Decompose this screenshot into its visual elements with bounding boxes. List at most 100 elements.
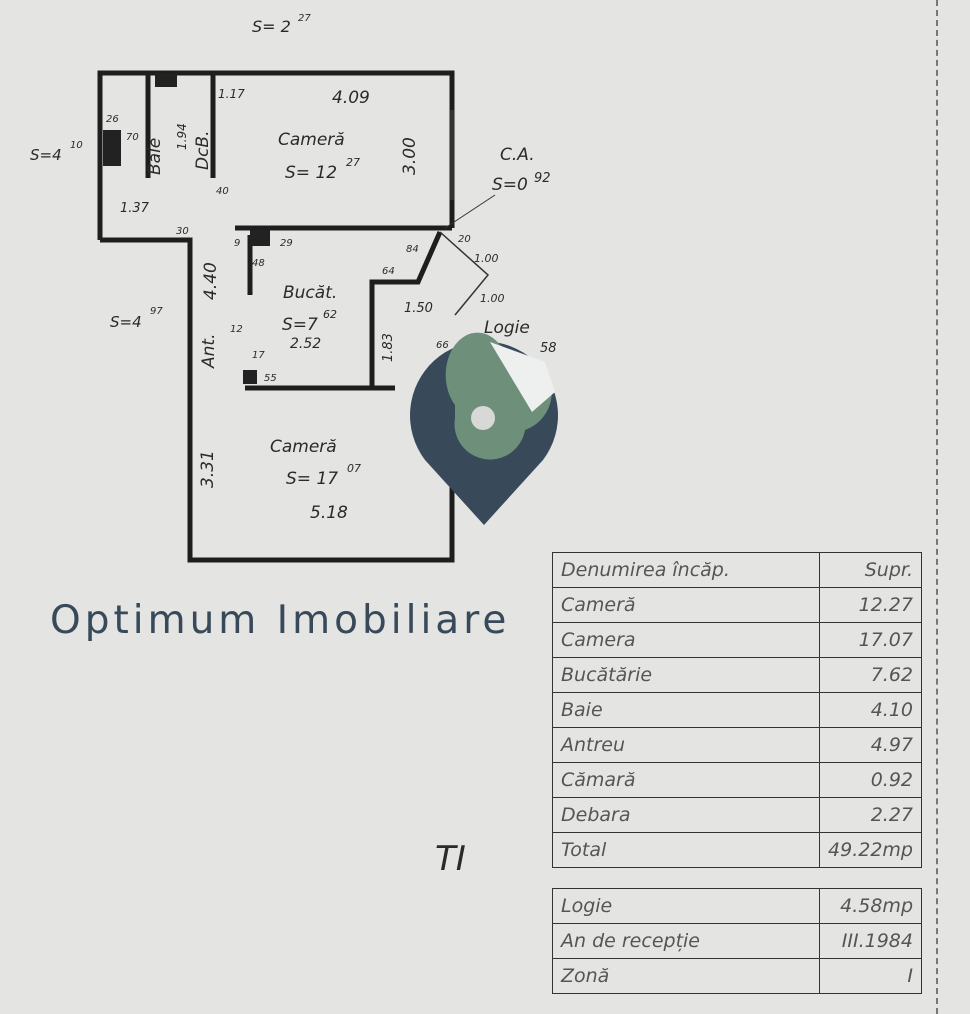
vent-shaft — [103, 130, 121, 166]
room-area-sup: 27 — [298, 13, 311, 24]
room-area-cell: 12.27 — [819, 587, 922, 623]
dimension: 5.18 — [310, 503, 348, 523]
room-name: Ant. — [199, 334, 219, 369]
dimension: 1.83 — [381, 333, 396, 362]
room-name: Baie — [145, 138, 165, 175]
small-dimension: 64 — [382, 266, 395, 277]
small-dimension: 26 — [106, 114, 119, 125]
room-area-cell: 0.92 — [819, 762, 922, 798]
room-name: Cameră — [270, 437, 337, 457]
room-name: DcB. — [193, 130, 213, 170]
small-dimension: 48 — [252, 258, 265, 269]
dimension: 3.31 — [198, 450, 218, 488]
room-area: S=4 — [30, 146, 62, 164]
room-area: S= 17 — [286, 469, 338, 489]
room-area-cell: 17.07 — [819, 622, 922, 658]
dimension: 3.00 — [400, 137, 420, 175]
info-value: III.1984 — [819, 923, 922, 959]
vent-shaft — [155, 73, 177, 87]
room-area-sup: 07 — [347, 462, 361, 475]
room-name-cell: Antreu — [552, 727, 820, 763]
vent-shaft — [243, 370, 257, 384]
info-label: An de recepție — [552, 923, 820, 959]
small-dimension: 40 — [216, 186, 229, 197]
room-name-cell: Camera — [552, 622, 820, 658]
room-name-cell: Cameră — [552, 587, 820, 623]
header-area: Supr. — [819, 552, 922, 588]
table-header: Denumirea încăp. Supr. — [552, 552, 922, 588]
total-label: Total — [552, 832, 820, 868]
small-dimension: 84 — [406, 244, 419, 255]
dimension: 1.17 — [218, 87, 245, 101]
room-area-sup: 97 — [150, 306, 163, 317]
room-area-cell: 7.62 — [819, 657, 922, 693]
small-dimension: 55 — [264, 373, 277, 384]
room-area: S=4 — [110, 313, 142, 331]
small-dimension: 29 — [280, 238, 293, 249]
small-dimension: 70 — [126, 132, 139, 143]
outer-wall-bottom — [100, 237, 455, 563]
brand-watermark-text: Optimum Imobiliare — [50, 598, 511, 643]
info-label: Logie — [552, 888, 820, 924]
header-name: Denumirea încăp. — [552, 552, 820, 588]
table-spacer — [552, 867, 922, 889]
room-area-cell: 4.10 — [819, 692, 922, 728]
small-dimension: 12 — [230, 324, 243, 335]
small-dimension: 30 — [176, 226, 189, 237]
room-area-cell: 2.27 — [819, 797, 922, 833]
room-area-sup: 62 — [323, 308, 337, 321]
info-value: I — [819, 958, 922, 994]
small-dimension: 20 — [458, 234, 471, 245]
info-value: 4.58mp — [819, 888, 922, 924]
dimension: 4.40 — [201, 262, 221, 300]
room-name-cell: Cămară — [552, 762, 820, 798]
dimension: 1.00 — [474, 252, 499, 265]
small-dimension: 9 — [234, 238, 240, 249]
small-dimension: 66 — [436, 340, 449, 351]
vent-shaft — [250, 230, 270, 246]
camara-wall — [369, 230, 443, 388]
room-area-cell: 4.97 — [819, 727, 922, 763]
room-name: Logie — [484, 318, 530, 338]
room-name-cell: Debara — [552, 797, 820, 833]
room-area: S=0 — [492, 175, 528, 195]
brand-pin-logo — [409, 332, 558, 525]
leader-line — [444, 194, 496, 229]
room-name-cell: Bucătărie — [552, 657, 820, 693]
dimension: 1.94 — [175, 123, 189, 150]
room-area: 58 — [540, 341, 557, 356]
room-name: C.A. — [500, 145, 535, 165]
room-name: Bucăt. — [283, 283, 337, 303]
room-name-cell: Baie — [552, 692, 820, 728]
room-area: S= 2 — [252, 17, 291, 36]
room-area-sup: 27 — [346, 156, 360, 169]
room-name: Cameră — [278, 130, 345, 150]
room-area-sup: 92 — [534, 171, 551, 186]
signature: TI — [435, 839, 466, 879]
logie-outline — [439, 110, 490, 316]
room-area-sup: 10 — [70, 140, 83, 151]
room-area: S=7 — [282, 315, 318, 335]
small-dimension: 17 — [252, 350, 265, 361]
dimension: 1.50 — [404, 301, 433, 316]
dimension: 1.37 — [120, 201, 150, 216]
info-label: Zonă — [552, 958, 820, 994]
room-area: S= 12 — [285, 163, 337, 183]
total-value: 49.22mp — [819, 832, 922, 868]
dimension: 1.00 — [480, 292, 505, 305]
page-edge-dashes — [936, 0, 940, 1014]
dimension: 4.09 — [332, 88, 370, 108]
